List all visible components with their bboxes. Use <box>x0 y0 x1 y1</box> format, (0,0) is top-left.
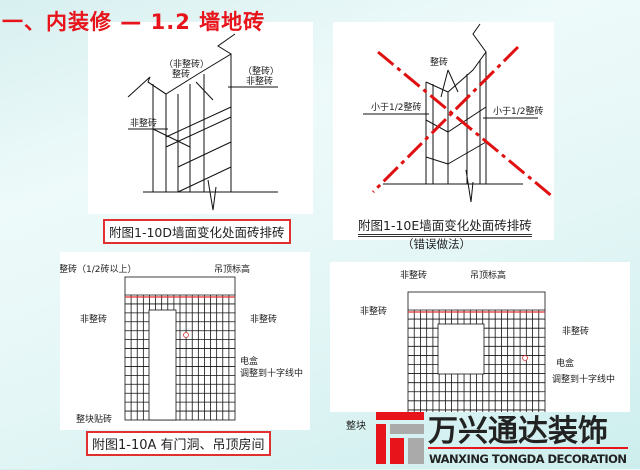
figure-1d-caption: 附图1-10D墙面变化处面砖排砖 <box>103 219 291 244</box>
slide-title: 一、内装修 — 1.2 墙地砖 <box>2 10 266 34</box>
company-logo: 万兴通达装饰 WANXING TONGDA DECORATION <box>376 406 632 466</box>
label-whole-tile: 整块贴砖 <box>76 413 112 425</box>
label-non-whole-right: 非整砖 <box>562 325 589 337</box>
label-fei-zheng-zhuan-paren: （非整砖） <box>164 58 209 70</box>
label-zheng-zhuan-paren: （整砖） <box>243 65 279 77</box>
figure-4-drawing: 非整砖 吊顶标高 非整砖 非整砖 电盒 调整到十字线中 <box>360 269 615 420</box>
electric-box-icon <box>183 332 189 338</box>
label-non-whole-left: 非整砖 <box>80 313 107 325</box>
label-ceiling-height: 吊顶标高 <box>470 269 506 281</box>
label-adjust-to-cross: 调整到十字线中 <box>552 373 615 385</box>
label-non-whole-right: 非整砖 <box>250 313 277 325</box>
figure-1a-drawing: 非整砖（1/2砖以上） 吊顶标高 非整砖 非整砖 电盒 调整到十字线中 整块贴砖 <box>50 263 303 425</box>
label-electric-box: 电盒 <box>240 355 258 367</box>
door-opening <box>148 309 177 421</box>
label-electric-box: 电盒 <box>556 357 574 369</box>
figure-1d-drawing: （非整砖） 整砖 （整砖） 非整砖 非整砖 <box>127 33 279 211</box>
logo-text-cn: 万兴通达装饰 <box>428 414 608 449</box>
label-whole-block: 整块 <box>346 421 366 432</box>
figure-1e-caption: 附图1-10E墙面变化处面砖排砖 <box>358 215 532 237</box>
label-zheng-zhuan: 整砖 <box>430 56 448 68</box>
label-ceiling-height: 吊顶标高 <box>214 263 250 275</box>
figure-1e-drawing: 整砖 小于1/2整砖 小于1/2整砖 <box>363 23 554 203</box>
label-less-than-half-left: 小于1/2整砖 <box>371 101 422 113</box>
label-non-whole-top: 非整砖 <box>400 269 427 281</box>
label-less-than-half-right: 小于1/2整砖 <box>493 105 544 117</box>
logo-text-en: WANXING TONGDA DECORATION <box>429 452 627 466</box>
label-zheng-zhuan: 整砖 <box>172 68 190 80</box>
label-fei-zheng-zhuan-right: 非整砖 <box>246 75 273 87</box>
label-non-whole-half-above: 非整砖（1/2砖以上） <box>60 263 137 275</box>
label-fei-zheng-zhuan-left: 非整砖 <box>130 117 157 129</box>
figure-1e-panel: 整砖 小于1/2整砖 小于1/2整砖 <box>333 22 554 240</box>
figure-1a-caption: 附图1-10A 有门洞、吊顶房间 <box>86 431 271 456</box>
door-opening <box>437 323 485 375</box>
figure-4-panel: 非整砖 吊顶标高 非整砖 非整砖 电盒 调整到十字线中 <box>330 262 630 420</box>
figure-1e-note: （错误做法） <box>402 237 471 251</box>
figure-1d-panel: （非整砖） 整砖 （整砖） 非整砖 非整砖 <box>88 22 313 214</box>
figure-1a-panel: 非整砖（1/2砖以上） 吊顶标高 非整砖 非整砖 电盒 调整到十字线中 整块贴砖 <box>50 252 310 430</box>
label-adjust-to-cross: 调整到十字线中 <box>240 367 303 379</box>
label-non-whole-left: 非整砖 <box>360 305 387 317</box>
electric-box-icon <box>522 355 528 361</box>
logo-mark: 万兴通达装饰 WANXING TONGDA DECORATION <box>376 412 628 466</box>
